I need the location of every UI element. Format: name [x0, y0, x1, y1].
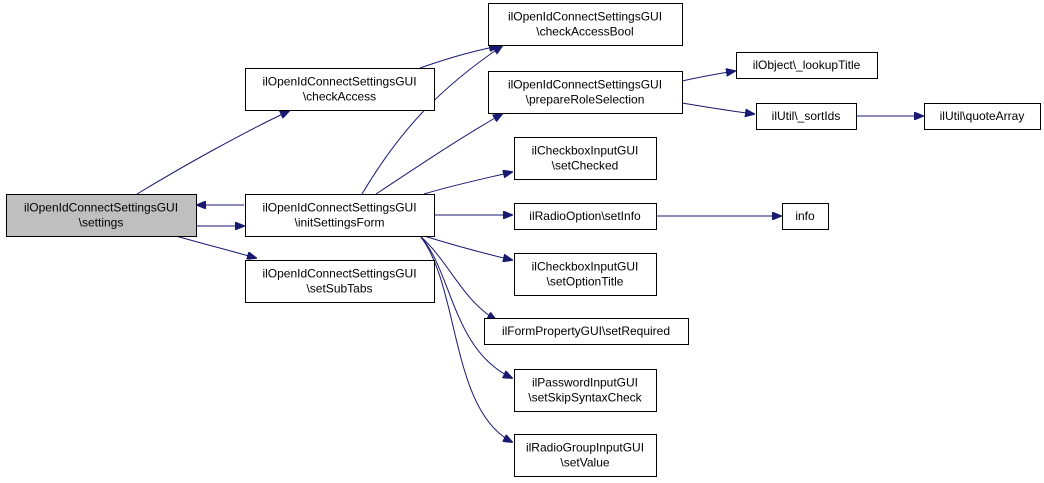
- node-label-cbSetOptionTitle-line-1: ilCheckboxInputGUI: [532, 260, 639, 274]
- node-setRequired[interactable]: ilFormPropertyGUI\setRequired: [484, 318, 689, 345]
- node-settings[interactable]: ilOpenIdConnectSettingsGUI\settings: [6, 194, 197, 237]
- node-box-initSettingsForm: [245, 194, 435, 237]
- edge-initSettingsForm-to-prepareRoleSelection: [375, 114, 502, 195]
- node-label-prepareRoleSelection-line-2: \prepareRoleSelection: [526, 93, 645, 107]
- edge-initSettingsForm-to-radioGroupSetValue: [419, 235, 512, 442]
- node-quoteArray[interactable]: ilUtil\quoteArray: [924, 103, 1041, 130]
- node-label-settings-line-2: \settings: [79, 216, 124, 230]
- node-box-prepareRoleSelection: [488, 71, 683, 114]
- node-lookupTitle[interactable]: ilObject\_lookupTitle: [736, 52, 878, 79]
- node-label-radioGroupSetValue-line-1: ilRadioGroupInputGUI: [526, 441, 644, 455]
- nodes: ilOpenIdConnectSettingsGUI\settingsilOpe…: [6, 3, 1041, 477]
- node-box-sortIds: [756, 103, 857, 130]
- node-box-lookupTitle: [736, 52, 878, 79]
- node-label-checkAccessBool-line-1: ilOpenIdConnectSettingsGUI: [508, 10, 662, 24]
- node-label-checkAccess-line-2: \checkAccess: [303, 90, 376, 104]
- node-box-cbSetOptionTitle: [514, 253, 657, 296]
- node-box-quoteArray: [924, 103, 1041, 130]
- node-label-cbSetChecked-line-1: ilCheckboxInputGUI: [532, 144, 639, 158]
- node-label-cbSetOptionTitle-line-2: \setOptionTitle: [547, 275, 624, 289]
- node-box-checkAccessBool: [488, 3, 683, 46]
- node-prepareRoleSelection[interactable]: ilOpenIdConnectSettingsGUI\prepareRoleSe…: [488, 71, 683, 114]
- edge-checkAccess-to-checkAccessBool: [419, 46, 498, 69]
- node-label-lookupTitle-line-1: ilObject\_lookupTitle: [753, 58, 861, 72]
- node-box-checkAccess: [245, 68, 435, 111]
- node-label-prepareRoleSelection-line-1: ilOpenIdConnectSettingsGUI: [508, 78, 662, 92]
- node-label-checkAccessBool-line-2: \checkAccessBool: [536, 25, 633, 39]
- edge-settings-to-checkAccess: [136, 111, 289, 195]
- node-label-quoteArray-line-1: ilUtil\quoteArray: [940, 109, 1025, 123]
- node-setSubTabs[interactable]: ilOpenIdConnectSettingsGUI\setSubTabs: [245, 260, 435, 303]
- edges: [136, 46, 923, 442]
- edge-initSettingsForm-to-cbSetChecked: [423, 172, 512, 195]
- node-radioSetInfo[interactable]: ilRadioOption\setInfo: [514, 203, 657, 230]
- node-label-radioSetInfo-line-1: ilRadioOption\setInfo: [529, 209, 641, 223]
- edge-initSettingsForm-to-pwSkipSyntax: [419, 235, 512, 378]
- edge-prepareRoleSelection-to-sortIds: [681, 102, 754, 114]
- node-label-info-line-1: info: [795, 209, 815, 223]
- node-label-setRequired-line-1: ilFormPropertyGUI\setRequired: [502, 324, 670, 338]
- node-label-setSubTabs-line-1: ilOpenIdConnectSettingsGUI: [262, 267, 416, 281]
- node-box-setRequired: [484, 318, 689, 345]
- node-box-radioGroupSetValue: [514, 434, 657, 477]
- node-checkAccess[interactable]: ilOpenIdConnectSettingsGUI\checkAccess: [245, 68, 435, 111]
- node-label-cbSetChecked-line-2: \setChecked: [552, 159, 619, 173]
- node-pwSkipSyntax[interactable]: ilPasswordInputGUI\setSkipSyntaxCheck: [514, 369, 657, 412]
- edge-prepareRoleSelection-to-lookupTitle: [681, 71, 735, 82]
- node-box-cbSetChecked: [514, 137, 657, 180]
- node-box-info: [782, 203, 829, 230]
- node-label-settings-line-1: ilOpenIdConnectSettingsGUI: [24, 201, 178, 215]
- node-label-setSubTabs-line-2: \setSubTabs: [306, 282, 372, 296]
- node-label-pwSkipSyntax-line-2: \setSkipSyntaxCheck: [528, 391, 642, 405]
- node-info[interactable]: info: [782, 203, 829, 230]
- node-label-sortIds-line-1: ilUtil\_sortIds: [772, 109, 841, 123]
- node-box-radioSetInfo: [514, 203, 657, 230]
- node-label-initSettingsForm-line-1: ilOpenIdConnectSettingsGUI: [262, 201, 416, 215]
- node-cbSetChecked[interactable]: ilCheckboxInputGUI\setChecked: [514, 137, 657, 180]
- node-label-initSettingsForm-line-2: \initSettingsForm: [294, 216, 384, 230]
- edge-settings-to-setSubTabs: [175, 235, 256, 258]
- edge-initSettingsForm-to-setRequired: [419, 235, 496, 320]
- node-initSettingsForm[interactable]: ilOpenIdConnectSettingsGUI\initSettingsF…: [245, 194, 435, 237]
- node-label-radioGroupSetValue-line-2: \setValue: [560, 456, 609, 470]
- node-checkAccessBool[interactable]: ilOpenIdConnectSettingsGUI\checkAccessBo…: [488, 3, 683, 46]
- edge-initSettingsForm-to-checkAccessBool: [361, 46, 502, 195]
- node-label-pwSkipSyntax-line-1: ilPasswordInputGUI: [532, 376, 638, 390]
- node-radioGroupSetValue[interactable]: ilRadioGroupInputGUI\setValue: [514, 434, 657, 477]
- node-box-pwSkipSyntax: [514, 369, 657, 412]
- node-box-settings: [6, 194, 197, 237]
- node-sortIds[interactable]: ilUtil\_sortIds: [756, 103, 857, 130]
- node-box-setSubTabs: [245, 260, 435, 303]
- node-cbSetOptionTitle[interactable]: ilCheckboxInputGUI\setOptionTitle: [514, 253, 657, 296]
- node-label-checkAccess-line-1: ilOpenIdConnectSettingsGUI: [262, 75, 416, 89]
- edge-initSettingsForm-to-cbSetOptionTitle: [423, 235, 512, 260]
